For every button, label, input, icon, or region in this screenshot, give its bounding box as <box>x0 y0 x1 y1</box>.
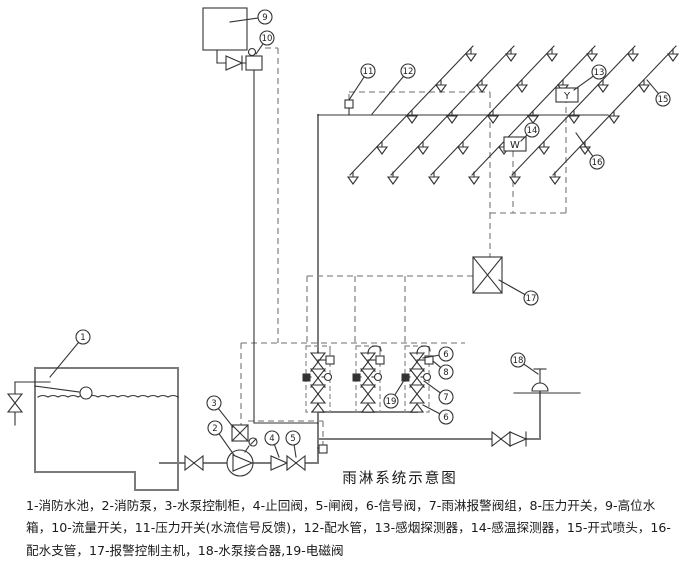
svg-text:19: 19 <box>386 397 397 407</box>
riser-pressure-switch <box>318 444 328 454</box>
callout-13: 13 <box>573 64 607 91</box>
smoke-detector: Y <box>555 87 579 103</box>
svg-text:13: 13 <box>594 68 605 78</box>
connector-gate-valve <box>491 431 511 447</box>
inlet-valve <box>7 393 23 413</box>
water-level <box>37 394 179 398</box>
callout-7: 7 <box>423 380 454 405</box>
callout-12: 12 <box>371 63 416 115</box>
callout-8: 8 <box>432 360 454 380</box>
deluge-valve-groups <box>303 346 433 412</box>
svg-text:16: 16 <box>592 158 603 168</box>
callout-5: 5 <box>285 430 301 458</box>
svg-text:14: 14 <box>527 126 538 136</box>
callout-3: 3 <box>206 395 234 428</box>
legend-text: 1-消防水池，2-消防泵，3-水泵控制柜，4-止回阀，5-闸阀，6-信号阀，7-… <box>26 498 671 558</box>
drain-swanneck-2 <box>367 345 382 355</box>
flow-switch <box>245 55 263 71</box>
diagram-title: 雨淋系统示意图 <box>342 471 458 487</box>
callout-15: 15 <box>646 79 671 107</box>
callout-1: 1 <box>49 329 91 378</box>
svg-text:5: 5 <box>290 434 295 444</box>
svg-text:6: 6 <box>443 350 448 360</box>
callout-6-bottom: 6 <box>422 404 454 425</box>
callout-4: 4 <box>264 430 280 458</box>
deluge-valve-group-3 <box>402 346 433 412</box>
deluge-valve-group-1 <box>303 346 334 412</box>
svg-text:15: 15 <box>658 95 669 105</box>
callout-11: 11 <box>348 63 376 101</box>
callout-14: 14 <box>520 122 540 142</box>
fire-water-pool <box>7 367 179 491</box>
callouts: 1 2 3 4 5 6 8 7 6 19 9 10 11 12 13 14 15… <box>49 9 671 458</box>
drain-swanneck-3 <box>416 345 431 355</box>
pressure-switch-feedback <box>344 99 354 116</box>
svg-text:17: 17 <box>526 294 537 304</box>
heat-detector: W <box>503 136 527 152</box>
svg-text:2: 2 <box>212 424 217 434</box>
high-level-tank <box>202 7 319 424</box>
svg-text:10: 10 <box>262 34 273 44</box>
deluge-valve-group-2 <box>353 346 384 412</box>
pump-set <box>184 424 328 477</box>
sprinkler-grid: Y W <box>317 45 679 185</box>
connector-check-valve <box>509 431 527 447</box>
callout-2: 2 <box>207 420 235 456</box>
svg-text:7: 7 <box>443 393 448 403</box>
svg-text:9: 9 <box>262 13 267 23</box>
callout-9: 9 <box>229 9 273 25</box>
svg-text:4: 4 <box>269 434 274 444</box>
svg-text:3: 3 <box>211 399 216 409</box>
svg-text:1: 1 <box>80 333 85 343</box>
check-valve-4 <box>270 455 288 471</box>
callout-10: 10 <box>255 30 275 55</box>
svg-text:11: 11 <box>363 67 374 77</box>
heat-detector-label: W <box>510 140 520 151</box>
callout-19: 19 <box>383 381 404 409</box>
callout-17: 17 <box>498 279 539 306</box>
svg-text:12: 12 <box>403 67 414 77</box>
svg-text:18: 18 <box>513 356 524 366</box>
float-ball <box>79 386 93 400</box>
alarm-control-host <box>472 256 503 294</box>
pump-connector <box>491 368 581 447</box>
svg-text:6: 6 <box>443 413 448 423</box>
suction-gate-valve <box>184 455 204 471</box>
callout-18: 18 <box>510 352 539 375</box>
callout-16: 16 <box>575 132 605 170</box>
smoke-detector-label: Y <box>563 91 571 102</box>
svg-text:8: 8 <box>443 368 448 378</box>
callout-6-top: 6 <box>422 346 454 362</box>
signal-lines <box>240 47 567 445</box>
check-valve-tank <box>225 55 243 71</box>
